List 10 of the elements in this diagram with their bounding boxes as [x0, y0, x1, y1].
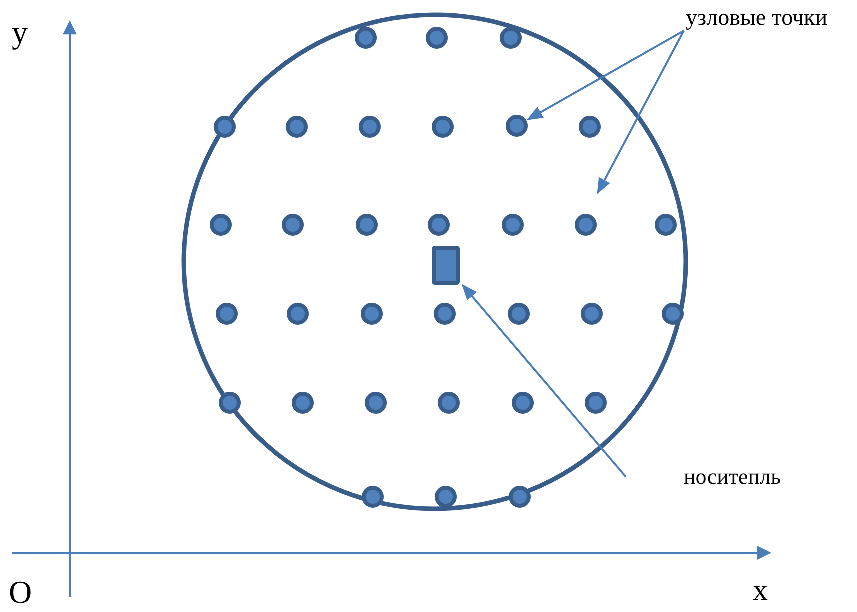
origin-label: O: [9, 576, 32, 608]
axis-label: y: [12, 16, 28, 48]
arrow: [597, 30, 685, 194]
carrier-rectangle: [432, 246, 460, 285]
arrow: [526, 30, 684, 120]
arrow: [462, 284, 627, 478]
node-point: [506, 115, 528, 137]
axis-label: x: [753, 576, 768, 606]
callout-label: носитепль: [684, 465, 806, 491]
callout-label: узловые точки: [686, 5, 852, 33]
